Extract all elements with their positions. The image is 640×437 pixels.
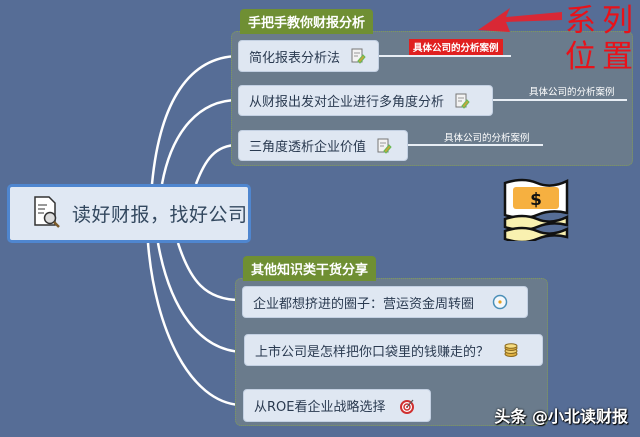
sub-line [379, 55, 511, 57]
red-arrow-icon [478, 8, 562, 32]
sub-line [408, 144, 543, 146]
note-edit-icon [376, 138, 392, 154]
central-topic[interactable]: 读好财报，找好公司 [7, 184, 251, 243]
coins-icon [503, 342, 519, 358]
topic-label: 企业都想挤进的圈子：营运资金周转圈 [253, 296, 475, 312]
money-bill-icon: $ [503, 178, 569, 241]
watermark: 头条 @小北读财报 [494, 407, 628, 426]
topic-label: 上市公司是怎样把你口袋里的钱赚走的？ [255, 344, 490, 360]
note-edit-icon [350, 48, 366, 64]
group-tag-other-knowledge: 其他知识类干货分享 [243, 256, 377, 281]
topic-label: 从ROE看企业战略选择 [254, 400, 386, 415]
target-icon [399, 398, 415, 414]
topic-label: 简化报表分析法 [249, 50, 341, 66]
note-edit-icon [454, 93, 470, 109]
topic-multi-angle-analysis[interactable]: 从财报出发对企业进行多角度分析 [238, 85, 493, 116]
topic-simplified-statement-analysis[interactable]: 简化报表分析法 [238, 40, 379, 72]
topic-label: 三角度透析企业价值 [249, 140, 367, 155]
svg-text:$: $ [530, 190, 542, 210]
series-position-annotation: 系列 位置 [565, 3, 639, 75]
central-topic-title: 读好财报，找好公司 [72, 204, 248, 226]
topic-three-angle-value[interactable]: 三角度透析企业价值 [238, 130, 408, 161]
topic-working-capital-cycle[interactable]: 企业都想挤进的圈子：营运资金周转圈 [242, 286, 528, 318]
sub-line [493, 99, 627, 101]
topic-roe-strategy[interactable]: 从ROE看企业战略选择 [243, 389, 431, 422]
case-study-label-highlighted[interactable]: 具体公司的分析案例 [409, 39, 503, 55]
topic-label: 从财报出发对企业进行多角度分析 [249, 95, 445, 110]
group-tag-financial-analysis: 手把手教你财报分析 [240, 9, 374, 34]
clock-icon [492, 294, 508, 310]
topic-how-companies-earn-your-money[interactable]: 上市公司是怎样把你口袋里的钱赚走的？ [244, 334, 543, 366]
case-study-label[interactable]: 具体公司的分析案例 [529, 87, 615, 98]
case-study-label[interactable]: 具体公司的分析案例 [444, 133, 530, 144]
document-magnifier-icon [32, 195, 62, 232]
